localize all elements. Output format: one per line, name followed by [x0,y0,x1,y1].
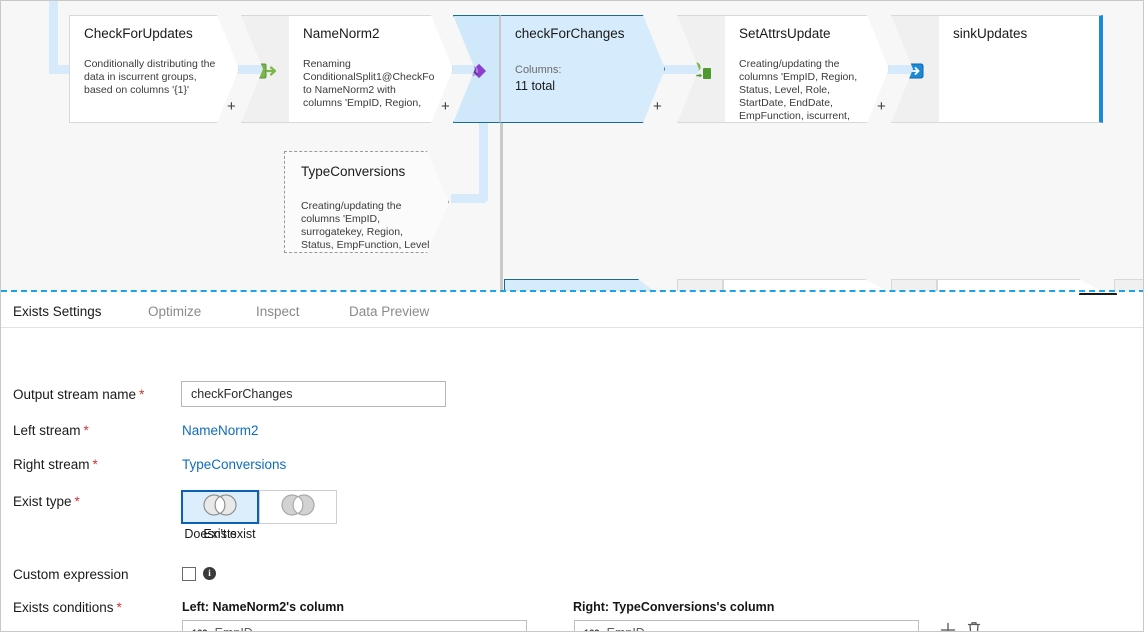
node-add-button[interactable]: + [441,98,450,115]
node-description: Renaming ConditionalSplit1@CheckForUpdat… [303,58,435,109]
venn-intersection-icon [196,493,244,522]
label-text: Right stream [13,457,90,472]
connector-3 [651,65,736,74]
exist-type-toggle-group: Exists Doesn't exist [181,490,337,541]
node-title: TypeConversions [301,164,406,179]
node-body[interactable]: CheckForUpdates Conditionally distributi… [69,15,239,123]
info-icon[interactable]: i [203,567,216,580]
node-checkforchanges[interactable]: checkForChanges Columns: 11 total + [453,15,665,123]
exists-condition-operator: == [541,625,555,631]
node-body[interactable]: sinkUpdates [939,15,1103,123]
output-stream-name-label: Output stream name* [13,386,144,404]
derived-column-icon [690,61,714,81]
node-sinkupdates[interactable]: sinkUpdates [891,15,1103,123]
exists-condition-right-column-select[interactable]: 123 EmpID [574,620,919,631]
lane-divider [500,15,503,291]
node-icon-column [891,15,939,123]
node-description: Creating/updating the columns 'EmpID, Re… [739,58,858,122]
select-icon [254,61,278,81]
node-description: Creating/updating the columns 'EmpID, su… [301,200,433,264]
chevron-down-icon [509,630,517,631]
settings-panel: Exists Settings Optimize Inspect Data Pr… [1,295,1143,631]
connector-incoming [49,1,58,73]
node-add-button[interactable]: + [877,98,886,115]
tab-inspect[interactable]: Inspect [256,304,300,319]
node-title: SetAttrsUpdate [739,26,831,41]
node-add-button[interactable]: + [653,98,662,115]
node-title: NameNorm2 [303,26,380,41]
sink-icon [904,61,928,81]
venn-exclusion-icon [274,493,322,522]
node-checkforupdates[interactable]: CheckForUpdates Conditionally distributi… [69,15,239,123]
node-columns-value: 11 total [515,79,556,93]
node-body[interactable]: SetAttrsUpdate Creating/updating the col… [725,15,889,123]
delete-condition-button[interactable] [965,620,983,631]
required-marker: * [83,423,89,438]
label-text: Exist type [13,494,72,509]
left-stream-label: Left stream* [13,422,89,440]
connector-right-stream-v [479,123,488,201]
column-value: EmpID [607,626,645,631]
connector-right-stream-h [451,194,486,203]
data-flow-canvas[interactable]: CheckForUpdates Conditionally distributi… [1,1,1143,291]
node-description: Conditionally distributing the data in i… [84,58,216,96]
label-text: Exists conditions [13,600,114,615]
required-marker: * [92,457,98,472]
connector-4 [866,65,926,74]
exist-type-caption-doesnt-exist: Doesn't exist [184,527,256,541]
node-icon-column [453,15,501,123]
right-stream-label: Right stream* [13,456,98,474]
required-marker: * [74,494,80,509]
node-stub-icon-2[interactable] [891,279,937,291]
node-namenorm2[interactable]: NameNorm2 Renaming ConditionalSplit1@Che… [241,15,453,123]
connector-2 [431,65,516,74]
exists-conditions-label: Exists conditions* [13,599,122,617]
exists-icon [466,61,490,81]
node-title: checkForChanges [515,26,625,41]
exist-type-option-exists[interactable]: Exists [181,490,259,541]
custom-expression-label: Custom expression [13,566,129,584]
node-icon-column [241,15,289,123]
column-type-badge: 123 [584,628,600,631]
exist-type-label: Exist type* [13,493,80,511]
panel-splitter[interactable] [1,290,1143,293]
tab-exists-settings[interactable]: Exists Settings [13,304,102,319]
node-add-button[interactable]: + [227,98,236,115]
right-stream-value[interactable]: TypeConversions [182,457,287,472]
node-body[interactable]: checkForChanges Columns: 11 total [501,15,665,123]
exists-conditions-left-header: Left: NameNorm2's column [182,600,345,614]
tab-data-preview[interactable]: Data Preview [349,304,430,319]
tab-optimize[interactable]: Optimize [148,304,202,319]
node-stub-icon-3[interactable] [1114,279,1143,291]
node-setattrsupdate[interactable]: SetAttrsUpdate Creating/updating the col… [677,15,889,123]
required-marker: * [116,600,122,615]
label-text: Left stream [13,423,81,438]
required-marker: * [139,387,145,402]
exist-type-option-doesnt-exist[interactable]: Doesn't exist [184,490,337,541]
node-title: CheckForUpdates [84,26,193,41]
node-columns-label: Columns: [515,64,562,76]
exists-condition-left-column-select[interactable]: 123 EmpID [182,620,527,631]
label-text: Custom expression [13,567,129,582]
node-typeconversions[interactable]: TypeConversions Creating/updating the co… [284,151,449,253]
node-stub-icon-1[interactable] [677,279,723,291]
panel-tab-bar: Exists Settings Optimize Inspect Data Pr… [1,295,1143,328]
column-type-badge: 123 [192,628,208,631]
connector-incoming-elbow [49,65,81,74]
add-condition-button[interactable] [939,621,957,631]
node-icon-column [677,15,725,123]
chevron-down-icon [901,630,909,631]
custom-expression-checkbox[interactable] [182,567,196,581]
node-body[interactable]: NameNorm2 Renaming ConditionalSplit1@Che… [289,15,453,123]
label-text: Output stream name [13,387,137,402]
output-stream-name-input[interactable]: checkForChanges [181,381,446,407]
column-value: EmpID [215,626,253,631]
left-stream-value[interactable]: NameNorm2 [182,423,259,438]
exist-type-caption-exists: Exists [203,527,237,541]
exists-conditions-right-header: Right: TypeConversions's column [573,600,775,614]
node-title: sinkUpdates [953,26,1028,41]
